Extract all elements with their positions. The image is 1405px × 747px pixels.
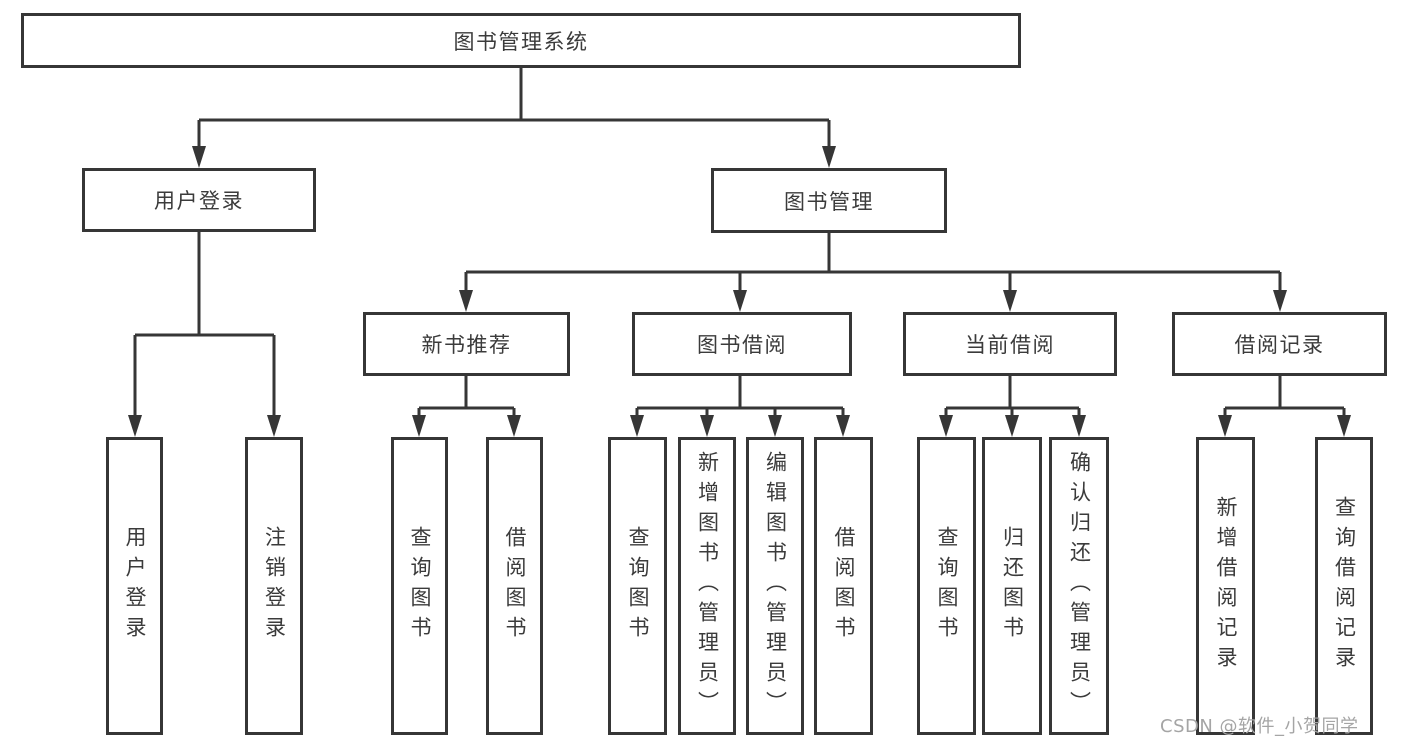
arrowhead — [1337, 415, 1351, 437]
node-user-login: 用户登录 — [82, 168, 316, 232]
arrowhead — [1218, 415, 1232, 437]
leaf-label: 归还图书 — [1000, 526, 1025, 646]
arrowhead — [267, 415, 281, 437]
connector-user-login-children — [128, 232, 281, 437]
arrowhead — [700, 415, 714, 437]
leaf-label: 借阅图书 — [503, 526, 528, 646]
arrowhead — [459, 290, 473, 312]
csdn-watermark: CSDN @软件_小贺同学 — [1160, 716, 1359, 737]
arrowhead — [733, 290, 747, 312]
arrowhead — [1005, 415, 1019, 437]
node-book-management: 图书管理 — [711, 168, 947, 233]
arrowhead — [1273, 290, 1287, 312]
node-current-borrowing: 当前借阅 — [903, 312, 1117, 376]
leaf-edit-books-admin: 编辑图书（管理员） — [746, 437, 804, 735]
node-book-borrowing: 图书借阅 — [632, 312, 852, 376]
leaf-logout: 注销登录 — [245, 437, 303, 735]
leaf-label: 用户登录 — [123, 526, 148, 646]
leaf-label: 编辑图书（管理员） — [763, 451, 788, 721]
leaf-query-borrowing-record: 查询借阅记录 — [1315, 437, 1373, 735]
leaf-confirm-return-admin: 确认归还（管理员） — [1049, 437, 1109, 735]
leaf-borrow-books-recommend: 借阅图书 — [486, 437, 543, 735]
connector-book-mgmt-to-level3 — [459, 233, 1287, 312]
leaf-query-books-recommend: 查询图书 — [391, 437, 448, 735]
connector-root-to-level2 — [192, 68, 836, 168]
arrowhead — [1072, 415, 1086, 437]
arrowhead — [630, 415, 644, 437]
leaf-query-books-borrowing: 查询图书 — [608, 437, 667, 735]
connector-borrow-records-children — [1218, 376, 1351, 437]
arrowhead — [836, 415, 850, 437]
arrowhead — [822, 146, 836, 168]
arrowhead — [128, 415, 142, 437]
connector-current-borrow-children — [939, 376, 1086, 437]
node-library-management-system: 图书管理系统 — [21, 13, 1021, 68]
arrowhead — [507, 415, 521, 437]
leaf-label: 新增图书（管理员） — [695, 451, 720, 721]
arrowhead — [939, 415, 953, 437]
leaf-label: 查询图书 — [626, 526, 651, 646]
arrowhead — [768, 415, 782, 437]
leaf-label: 确认归还（管理员） — [1067, 451, 1092, 721]
arrowhead — [412, 415, 426, 437]
leaf-label: 查询图书 — [935, 526, 960, 646]
node-new-book-recommendation: 新书推荐 — [363, 312, 570, 376]
leaf-label: 查询图书 — [408, 526, 433, 646]
leaf-add-books-admin: 新增图书（管理员） — [678, 437, 736, 735]
leaf-query-books-current: 查询图书 — [917, 437, 976, 735]
arrowhead — [192, 146, 206, 168]
connector-book-borrow-children — [630, 376, 850, 437]
leaf-label: 注销登录 — [262, 526, 287, 646]
leaf-add-borrowing-record: 新增借阅记录 — [1196, 437, 1255, 735]
connector-new-book-rec-children — [412, 376, 521, 437]
leaf-label: 新增借阅记录 — [1214, 496, 1239, 676]
node-borrowing-records: 借阅记录 — [1172, 312, 1387, 376]
leaf-user-login: 用户登录 — [106, 437, 163, 735]
arrowhead — [1003, 290, 1017, 312]
leaf-label: 查询借阅记录 — [1332, 496, 1357, 676]
leaf-label: 借阅图书 — [832, 526, 857, 646]
leaf-return-books: 归还图书 — [982, 437, 1042, 735]
leaf-borrow-books-borrowing: 借阅图书 — [814, 437, 873, 735]
